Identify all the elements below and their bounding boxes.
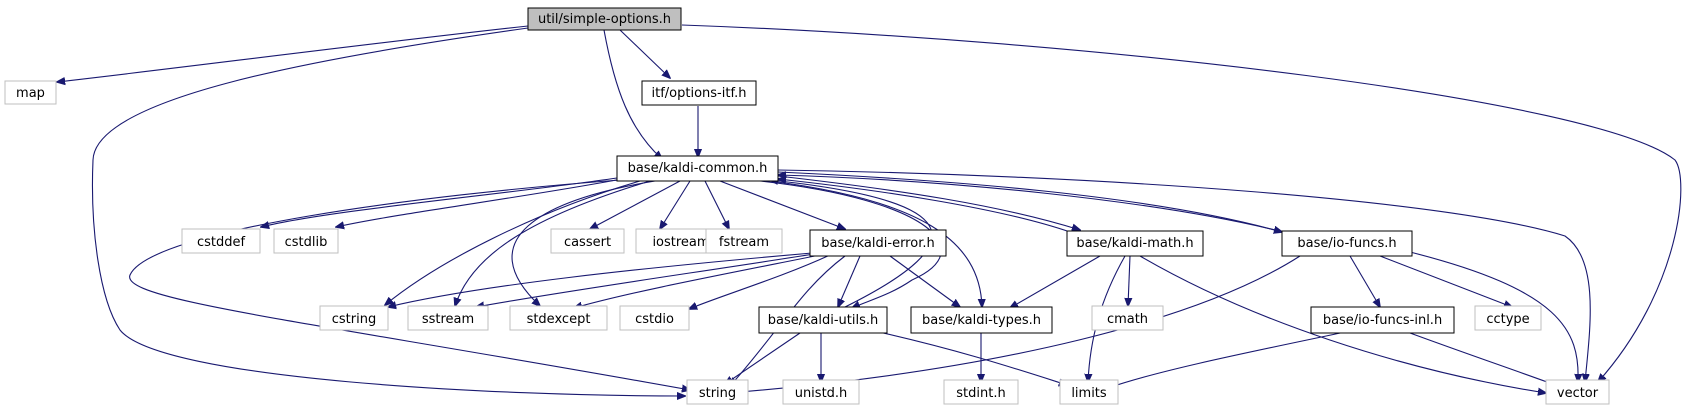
edge-kaldi-math-to-vector	[1139, 255, 1546, 393]
node-label-cstddef: cstddef	[197, 235, 246, 250]
node-label-cstdio: cstdio	[635, 312, 674, 327]
edge-io-funcs-to-cctype	[1379, 255, 1512, 307]
node-label-vector: vector	[1557, 386, 1599, 401]
node-label-string: string	[699, 386, 736, 401]
node-io-funcs[interactable]: base/io-funcs.h	[1281, 230, 1413, 257]
edge-kaldi-common-to-cstring	[385, 180, 641, 305]
edge-kaldi-utils-to-limits	[869, 329, 1067, 385]
node-kaldi-utils[interactable]: base/kaldi-utils.h	[758, 306, 888, 334]
node-label-kaldi-math: base/kaldi-math.h	[1076, 236, 1193, 251]
node-label-cassert: cassert	[564, 235, 611, 250]
node-cstddef[interactable]: cstddef	[181, 228, 261, 254]
edge-kaldi-common-to-iostream	[660, 180, 691, 229]
edge-kaldi-common-to-cstdlib	[336, 178, 623, 227]
node-label-cstdlib: cstdlib	[285, 235, 328, 250]
edge-kaldi-error-to-kaldi-utils	[838, 255, 861, 307]
node-label-io-funcs: base/io-funcs.h	[1297, 236, 1396, 251]
edge-kaldi-error-to-sstream	[476, 253, 815, 307]
edge-kaldi-common-to-cassert	[590, 180, 681, 229]
node-limits[interactable]: limits	[1059, 379, 1119, 405]
edge-kaldi-common-to-cstddef	[261, 177, 618, 227]
nodes: util/simple-options.h map itf/options-it…	[4, 7, 1610, 405]
edge-kaldi-utils-to-string	[725, 332, 801, 384]
node-unistd[interactable]: unistd.h	[782, 379, 860, 405]
edge-kaldi-error-to-cstring	[388, 252, 813, 307]
edge-kaldi-common-to-stdexcept	[511, 180, 656, 306]
edge-simple-options-to-kaldi-common	[603, 29, 662, 159]
node-sstream[interactable]: sstream	[407, 305, 489, 331]
edge-kaldi-common-to-kaldi-math	[777, 175, 1080, 230]
node-fstream[interactable]: fstream	[705, 228, 783, 254]
edge-simple-options-to-string	[91, 27, 685, 396]
node-label-fstream: fstream	[719, 235, 769, 250]
node-kaldi-math[interactable]: base/kaldi-math.h	[1066, 230, 1204, 257]
node-kaldi-common[interactable]: base/kaldi-common.h	[616, 155, 779, 182]
edge-kaldi-common-to-kaldi-utils	[759, 180, 942, 308]
edge-kaldi-common-to-fstream	[704, 180, 729, 229]
edge-io-funcs-to-io-funcs-inl	[1349, 255, 1380, 307]
node-cstdlib[interactable]: cstdlib	[273, 228, 339, 254]
node-cstdio[interactable]: cstdio	[619, 305, 690, 331]
node-kaldi-types[interactable]: base/kaldi-types.h	[910, 306, 1053, 334]
edge-kaldi-common-to-kaldi-error	[719, 180, 845, 229]
edge-kaldi-error-to-stdexcept	[574, 254, 821, 308]
node-stdint[interactable]: stdint.h	[943, 379, 1019, 405]
node-label-limits: limits	[1071, 386, 1107, 401]
node-label-unistd: unistd.h	[795, 386, 848, 401]
edge-kaldi-common-to-kaldi-types	[769, 180, 982, 307]
edge-kaldi-common-to-vector	[777, 169, 1591, 382]
edge-io-funcs-to-kaldi-common	[778, 175, 1276, 231]
edge-simple-options-to-vector	[681, 24, 1682, 382]
node-label-iostream: iostream	[652, 235, 709, 250]
node-label-stdint: stdint.h	[956, 386, 1005, 401]
node-string[interactable]: string	[686, 379, 749, 405]
edge-kaldi-error-to-cstdio	[689, 254, 831, 309]
edge-kaldi-common-to-string	[129, 179, 690, 390]
node-label-cstring: cstring	[332, 312, 376, 327]
edge-kaldi-utils-to-kaldi-common	[770, 180, 933, 308]
node-label-cmath: cmath	[1107, 312, 1148, 327]
node-io-funcs-inl[interactable]: base/io-funcs-inl.h	[1310, 306, 1455, 334]
edge-kaldi-error-to-kaldi-types	[889, 255, 960, 307]
edge-io-funcs-inl-to-vector	[1409, 332, 1558, 386]
node-label-kaldi-utils: base/kaldi-utils.h	[768, 313, 879, 328]
node-cstring[interactable]: cstring	[319, 305, 389, 331]
node-kaldi-error[interactable]: base/kaldi-error.h	[809, 229, 947, 257]
node-label-options-itf: itf/options-itf.h	[652, 86, 747, 101]
node-stdexcept[interactable]: stdexcept	[509, 305, 608, 331]
edge-io-funcs-inl-to-limits	[1108, 330, 1351, 388]
edge-kaldi-math-to-cmath	[1128, 255, 1130, 306]
node-label-kaldi-error: base/kaldi-error.h	[821, 236, 934, 251]
node-label-cctype: cctype	[1486, 312, 1529, 327]
node-label-map: map	[16, 86, 45, 101]
edge-kaldi-common-to-sstream	[455, 180, 651, 306]
edge-kaldi-common-to-io-funcs	[777, 171, 1282, 232]
node-label-kaldi-types: base/kaldi-types.h	[922, 313, 1041, 328]
node-cctype[interactable]: cctype	[1474, 305, 1542, 331]
edge-kaldi-math-to-kaldi-types	[1010, 255, 1101, 308]
node-simple-options[interactable]: util/simple-options.h	[527, 7, 682, 31]
node-label-simple-options: util/simple-options.h	[538, 12, 671, 27]
edge-simple-options-to-options-itf	[619, 29, 670, 78]
node-label-kaldi-common: base/kaldi-common.h	[628, 161, 768, 176]
node-options-itf[interactable]: itf/options-itf.h	[641, 80, 757, 106]
edge-io-funcs-to-vector	[1409, 251, 1578, 382]
edge-kaldi-math-to-kaldi-common	[778, 179, 1071, 233]
node-map[interactable]: map	[4, 80, 57, 105]
node-label-stdexcept: stdexcept	[527, 312, 591, 327]
edges	[57, 24, 1682, 396]
node-label-sstream: sstream	[422, 312, 474, 327]
edge-simple-options-to-map	[57, 25, 529, 82]
node-cassert[interactable]: cassert	[550, 228, 625, 254]
node-vector[interactable]: vector	[1545, 379, 1610, 405]
node-label-io-funcs-inl: base/io-funcs-inl.h	[1323, 313, 1442, 328]
node-cmath[interactable]: cmath	[1091, 305, 1164, 331]
